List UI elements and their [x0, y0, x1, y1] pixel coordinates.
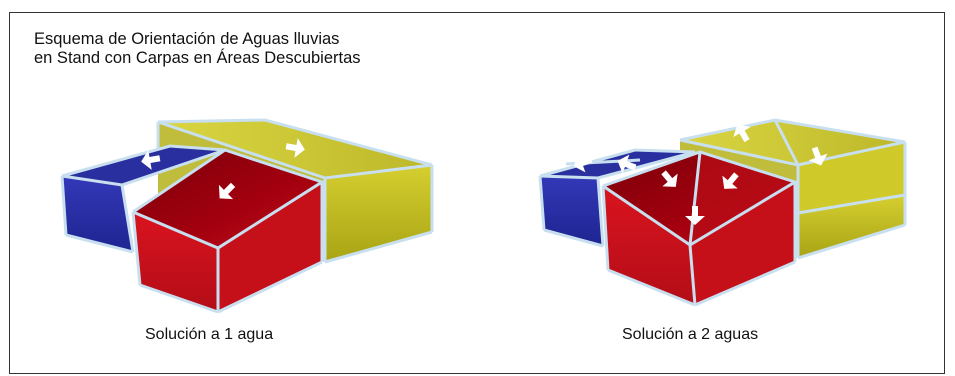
red-tent-right [601, 150, 799, 307]
blue-tent-left [60, 144, 226, 254]
title-line-2: en Stand con Carpas en Áreas Descubierta… [34, 49, 361, 67]
tent-group-two-slopes [538, 118, 907, 307]
caption-two-slopes: Solución a 2 aguas [622, 326, 759, 343]
tent-group-one-slope [60, 118, 434, 314]
caption-one-slope: Solución a 1 agua [145, 326, 274, 343]
title-line-1: Esquema de Orientación de Aguas lluvias [34, 30, 340, 48]
diagram-title: Esquema de Orientación de Aguas lluvias … [34, 30, 554, 68]
red-tent-left [131, 148, 326, 314]
